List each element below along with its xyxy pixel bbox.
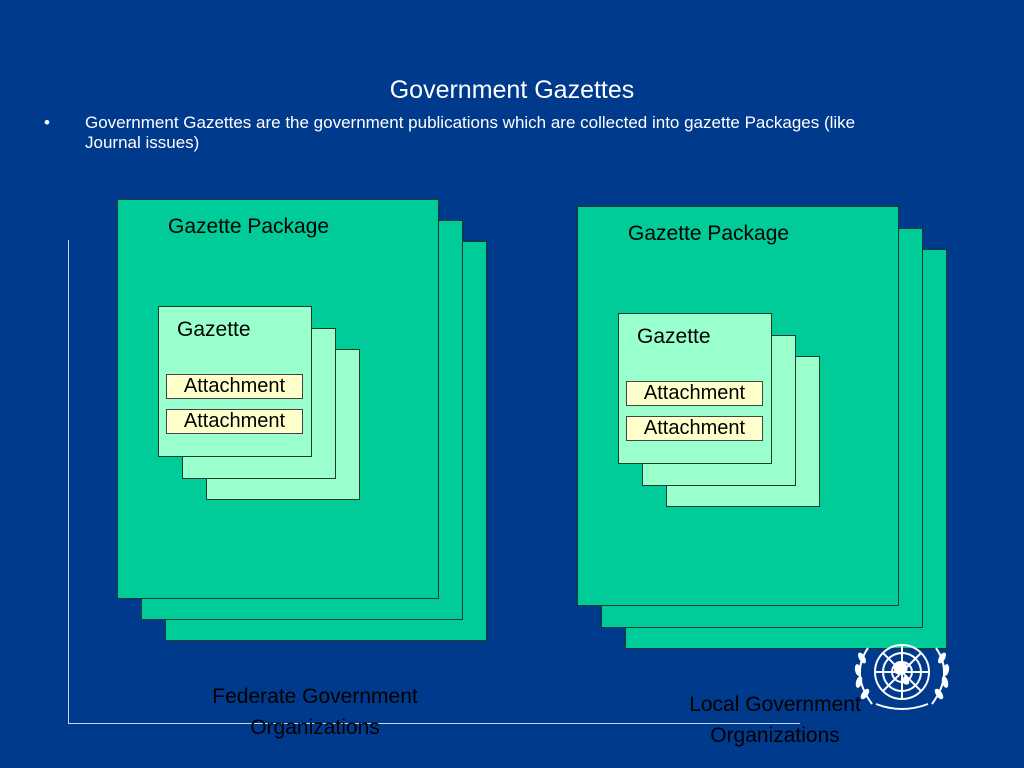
vertical-axis-line	[68, 240, 69, 724]
attachment-box: Attachment	[166, 374, 303, 399]
un-emblem-icon	[854, 644, 950, 710]
package-label: Gazette Package	[168, 215, 330, 238]
bullet-dot: •	[44, 113, 50, 132]
horizontal-axis-line	[68, 723, 800, 724]
attachment-box: Attachment	[166, 409, 303, 434]
gazette-label: Gazette	[177, 318, 251, 341]
gazette-box: Gazette Attachment Attachment	[158, 306, 312, 457]
attachment-box: Attachment	[626, 381, 763, 406]
left-caption: Federate Government Organizations	[185, 681, 445, 743]
bullet-text: Government Gazettes are the government p…	[85, 113, 856, 152]
caption-line: Federate Government	[212, 685, 418, 708]
caption-line: Organizations	[710, 724, 840, 747]
gazette-box: Gazette Attachment Attachment	[618, 313, 772, 464]
caption-line: Local Government	[689, 693, 861, 716]
right-caption: Local Government Organizations	[645, 689, 905, 751]
slide-title: Government Gazettes	[389, 76, 635, 104]
caption-line: Organizations	[250, 716, 380, 739]
attachment-box: Attachment	[626, 416, 763, 441]
gazette-label: Gazette	[637, 325, 711, 348]
package-label: Gazette Package	[628, 222, 790, 245]
gazette-package-box: Gazette Package Gazette Attachment Attac…	[577, 206, 899, 606]
gazette-package-box: Gazette Package Gazette Attachment Attac…	[117, 199, 439, 599]
